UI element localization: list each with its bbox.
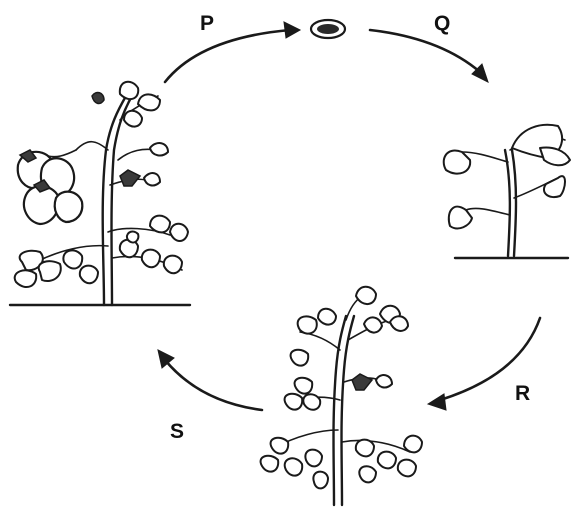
seedling <box>444 125 570 258</box>
fruiting-plant <box>10 82 190 305</box>
label-s: S <box>170 420 184 443</box>
flowering-plant <box>261 287 422 505</box>
label-r: R <box>515 382 530 405</box>
label-p: P <box>200 12 214 35</box>
arrow-p <box>165 22 300 82</box>
arrow-q <box>370 30 488 82</box>
label-q: Q <box>434 12 450 35</box>
seed <box>311 20 345 38</box>
arrow-s <box>158 350 262 410</box>
